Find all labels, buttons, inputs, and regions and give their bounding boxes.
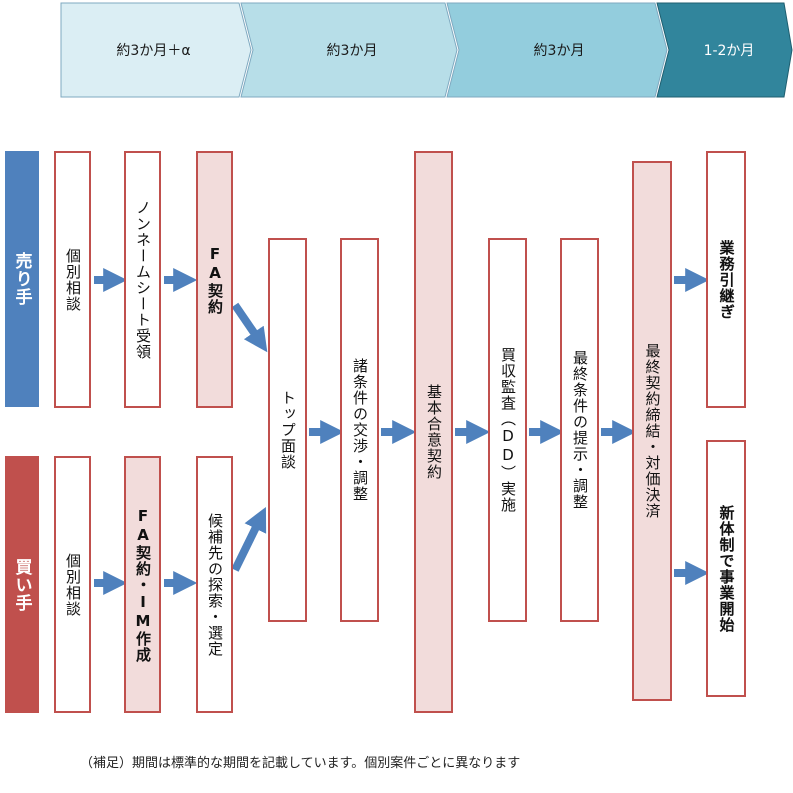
phase-2-label: 約3か月: [326, 43, 378, 59]
step-negotiation: 諸条件の交渉・調整: [340, 238, 379, 622]
phase-4-label: 1-2か月: [703, 43, 755, 59]
step-candidate-search: 候補先の探索・選定: [196, 456, 233, 713]
step-nonname-sheet: ノンネームシート受領: [124, 151, 161, 408]
step-buyer-fa-contract: FA契約・IM作成: [124, 456, 161, 713]
step-top-meeting: トップ面談: [268, 238, 307, 622]
step-buyer-individual-meeting: 個別相談: [54, 456, 91, 713]
arrow-seller-to-top: [231, 302, 268, 353]
phase-chevrons: [60, 2, 793, 98]
step-new-business: 新体制で事業開始: [706, 440, 746, 697]
step-handover: 業務引継ぎ: [706, 151, 746, 408]
phase-4-shape: [656, 2, 793, 98]
phase-3-shape: [446, 2, 668, 98]
buyer-label: 買い手: [5, 456, 39, 713]
arrow-buyer-to-top: [231, 506, 267, 572]
step-final-contract: 最終契約締結・対価決済: [632, 161, 672, 701]
step-basic-agreement: 基本合意契約: [414, 151, 453, 713]
step-final-terms: 最終条件の提示・調整: [560, 238, 599, 622]
step-due-diligence: 買収監査（DD）実施: [488, 238, 527, 622]
phase-3-label: 約3か月: [533, 43, 585, 59]
footnote: （補足）期間は標準的な期間を記載しています。個別案件ごとに異なります: [80, 756, 521, 771]
step-seller-fa-contract: FA契約: [196, 151, 233, 408]
phase-1-label: 約3か月＋α: [116, 43, 191, 59]
seller-label: 売り手: [5, 151, 39, 407]
step-seller-individual-meeting: 個別相談: [54, 151, 91, 408]
phase-1-shape: [60, 2, 252, 98]
phase-2-shape: [240, 2, 458, 98]
